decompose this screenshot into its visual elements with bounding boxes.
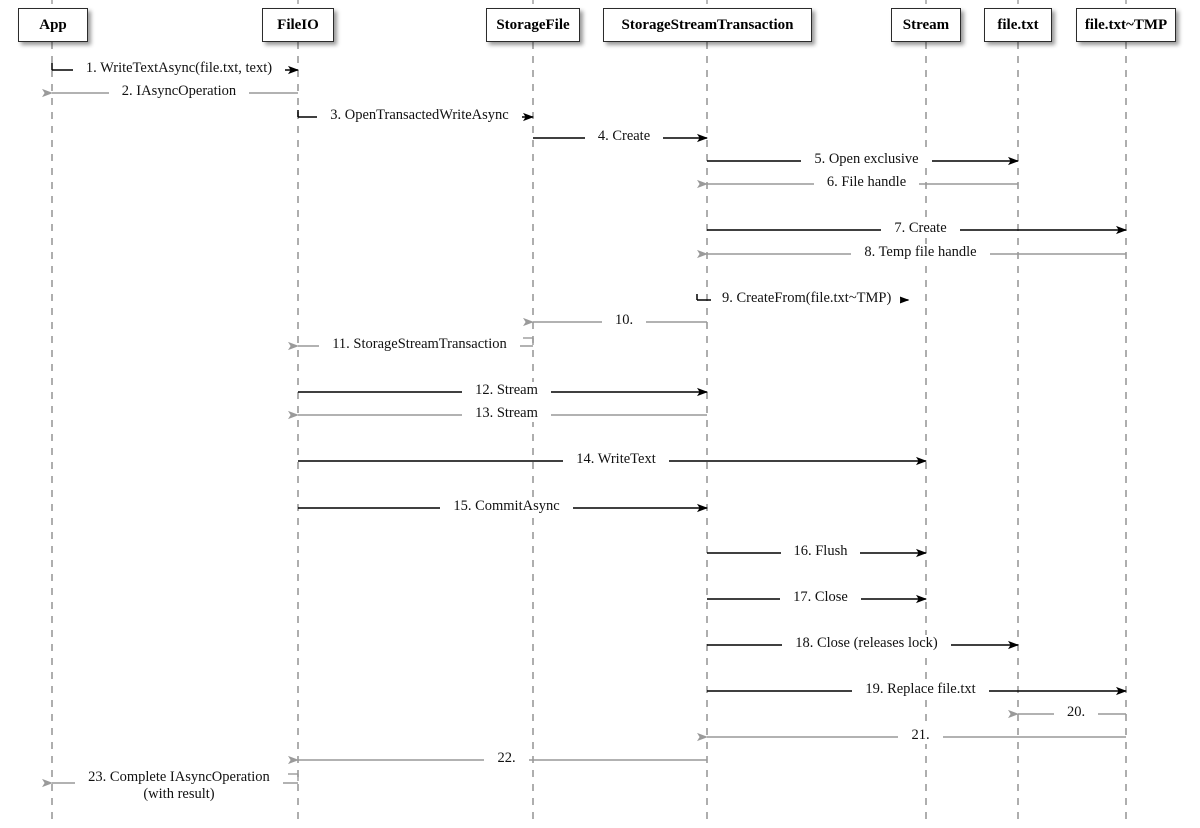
message-label-18: 18. Close (releases lock) (782, 635, 951, 652)
message-label-17: 17. Close (780, 589, 861, 606)
lifeline-label: file.txt~TMP (1084, 16, 1168, 33)
message-label-12: 12. Stream (462, 382, 551, 399)
message-label-8: 8. Temp file handle (851, 244, 990, 261)
lifeline-header-fileio: FileIO (262, 8, 334, 42)
lifeline-header-ftmp: file.txt~TMP (1076, 8, 1176, 42)
message-label-23-line-2: (with result) (143, 786, 215, 802)
lifeline-label: Stream (902, 16, 950, 33)
message-label-7: 7. Create (881, 220, 960, 237)
lifeline-label: file.txt (997, 16, 1039, 33)
lifeline-header-sfile: StorageFile (486, 8, 580, 42)
message-label-5: 5. Open exclusive (801, 151, 932, 168)
message-label-19: 19. Replace file.txt (852, 681, 989, 698)
message-label-1: 1. WriteTextAsync(file.txt, text) (72, 60, 286, 77)
lifeline-label: StorageFile (496, 16, 570, 33)
message-arrows-group (42, 63, 1127, 788)
lifeline-header-ftxt: file.txt (984, 8, 1052, 42)
message-label-4: 4. Create (584, 128, 664, 145)
message-label-15: 15. CommitAsync (440, 498, 573, 515)
message-label-3: 3. OpenTransactedWriteAsync (317, 107, 522, 124)
lifeline-header-sst: StorageStreamTransaction (603, 8, 812, 42)
lifeline-label: App (39, 16, 67, 33)
message-label-13: 13. Stream (462, 405, 551, 422)
message-label-11: 11. StorageStreamTransaction (319, 336, 520, 353)
lifeline-header-app: App (18, 8, 88, 42)
message-label-20: 20. (1053, 704, 1099, 721)
lifeline-header-strm: Stream (891, 8, 961, 42)
message-label-2: 2. IAsyncOperation (108, 83, 250, 100)
message-label-14: 14. WriteText (563, 451, 669, 468)
message-label-9: 9. CreateFrom(file.txt~TMP) (713, 290, 901, 307)
message-label-23-line-1: 23. Complete IAsyncOperation (88, 769, 270, 785)
message-label-22: 22. (484, 750, 529, 767)
message-label-10: 10. (601, 312, 647, 329)
lifeline-label: FileIO (277, 16, 319, 33)
message-label-6: 6. File handle (813, 174, 920, 191)
message-label-23: 23. Complete IAsyncOperation(with result… (75, 769, 283, 803)
lifeline-label: StorageStreamTransaction (621, 16, 794, 33)
message-label-16: 16. Flush (780, 543, 861, 560)
message-label-21: 21. (898, 727, 943, 744)
